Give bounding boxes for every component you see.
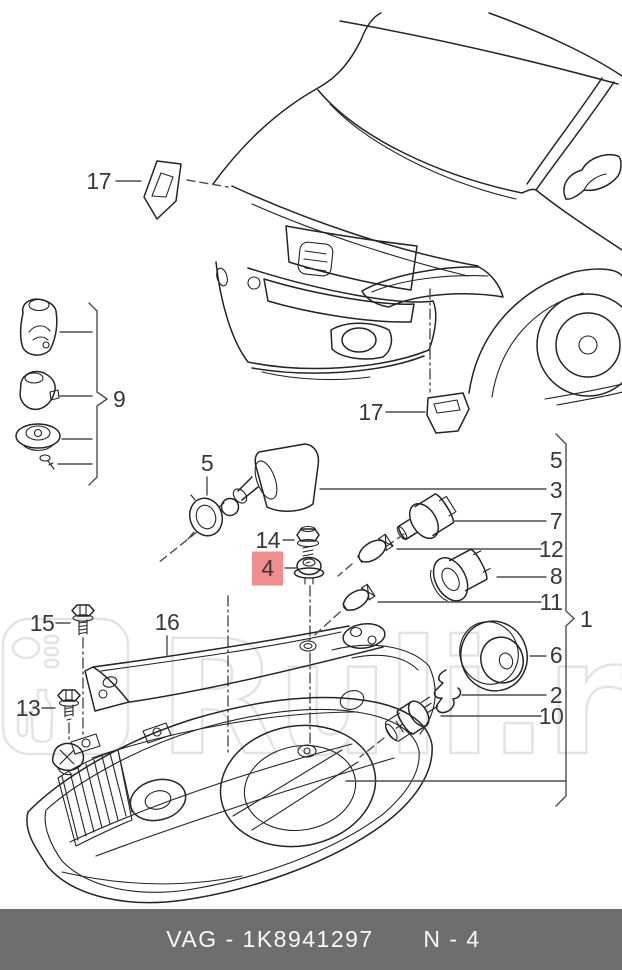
- side-mirror: [563, 154, 622, 200]
- callout-4-label[interactable]: 4: [261, 555, 275, 581]
- part-5-seal: 5: [157, 450, 225, 564]
- headlamp-on-car: [361, 266, 504, 308]
- callout-14-label[interactable]: 14: [255, 527, 281, 553]
- part-14-screw: 14: [255, 525, 320, 564]
- wheel: [536, 293, 622, 397]
- callout-15-label[interactable]: 15: [30, 610, 55, 636]
- footer-catalog-code: VAG - 1K8941297: [166, 926, 373, 952]
- watermark-logo: [1, 617, 130, 756]
- part-17-cover-top: 17: [86, 160, 229, 220]
- callout-3-label[interactable]: 3: [550, 477, 563, 503]
- part-7-bulb-holder: [383, 493, 547, 549]
- part-3-leveling-motor: [220, 443, 547, 517]
- part-8-bulb-socket: [429, 548, 547, 602]
- callout-5-left-label[interactable]: 5: [201, 450, 214, 476]
- part-13-bolt: 13: [16, 689, 85, 776]
- callout-2-label[interactable]: 2: [550, 682, 563, 708]
- fog-lamp: [330, 322, 393, 360]
- part-15-bolt: 15: [30, 604, 95, 636]
- callout-5-label[interactable]: 5: [550, 447, 563, 473]
- callout-12-label[interactable]: 12: [539, 536, 564, 562]
- wheel-arch: [468, 268, 622, 394]
- watermark: Ruli.ru: [1, 606, 622, 792]
- part-4-grommet-highlighted: 4: [252, 551, 325, 586]
- car-drawing: [212, 12, 622, 406]
- callout-16-label[interactable]: 16: [155, 609, 180, 635]
- watermark-text: Ruli.ru: [158, 607, 622, 791]
- grille: [285, 225, 418, 291]
- callout-8-label[interactable]: 8: [550, 563, 563, 589]
- callout-1-label[interactable]: 1: [580, 606, 593, 632]
- callout-10-label[interactable]: 10: [539, 703, 564, 729]
- callout-7-label[interactable]: 7: [550, 508, 563, 534]
- assembly-bracket-1: 1 5 3 7 12 8 11 6 2 10: [345, 433, 593, 807]
- headlamp-assembly: [26, 644, 436, 904]
- highlight-box-4[interactable]: [252, 551, 283, 586]
- bumper: [215, 261, 437, 370]
- part-6-cap: [459, 620, 547, 692]
- callout-17-top-label[interactable]: 17: [86, 168, 111, 194]
- part-12-bulb: [337, 533, 542, 577]
- footer-background: [0, 909, 622, 970]
- callout-6-label[interactable]: 6: [550, 642, 563, 668]
- clip-nut: [51, 742, 85, 772]
- part-2-spring-clip: [433, 669, 547, 714]
- callout-13-label[interactable]: 13: [16, 695, 41, 721]
- callout-11-label[interactable]: 11: [540, 589, 563, 615]
- part-11-bulb: [307, 583, 542, 642]
- footer-page-code: N - 4: [423, 926, 480, 952]
- callout-9-label[interactable]: 9: [113, 386, 126, 412]
- part-17-cover-front: 17: [358, 288, 470, 434]
- part-group-9-holders: 9: [15, 298, 126, 486]
- footer-bar: VAG - 1K8941297 N - 4: [0, 909, 622, 970]
- seat-logo: [297, 241, 334, 277]
- callout-17-front-label[interactable]: 17: [358, 399, 383, 425]
- projection-axes: [82, 585, 311, 753]
